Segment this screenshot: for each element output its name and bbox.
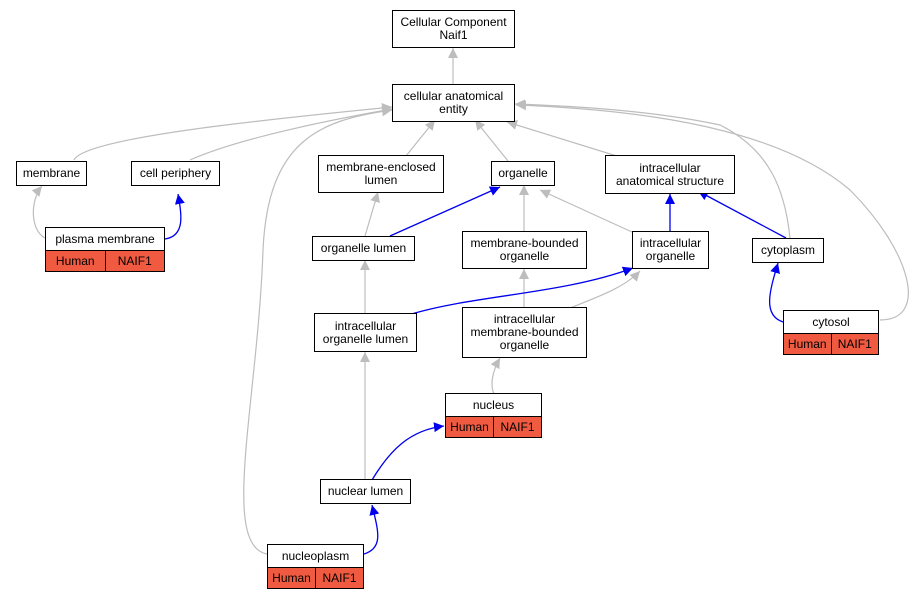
edge-mel-cae xyxy=(405,119,436,157)
node-label: nuclear lumen xyxy=(327,484,404,498)
node-label: intracellular anatomical structure xyxy=(615,160,725,188)
node-membrane[interactable]: membrane xyxy=(16,161,87,186)
edge-cytosol-cae xyxy=(515,100,909,321)
node-label: cell periphery xyxy=(139,166,212,180)
edge-iol-io xyxy=(404,266,634,317)
edge-nucleus-imbo xyxy=(490,357,501,395)
edge-cytosol-cytoplasm xyxy=(768,262,784,323)
annotation-row: Human NAIF1 xyxy=(268,567,363,588)
node-label: nucleoplasm xyxy=(281,548,350,563)
annotation-row: Human NAIF1 xyxy=(784,333,878,354)
edge-nucleoplasm-cae xyxy=(243,106,393,555)
edge-plasmamembrane-membrane xyxy=(31,185,46,239)
node-label: intracellular organelle lumen xyxy=(322,318,409,346)
gene-tag: NAIF1 xyxy=(315,568,363,588)
node-membrane-bounded-organelle[interactable]: membrane-bounded organelle xyxy=(462,231,587,269)
annotation-row: Human NAIF1 xyxy=(446,416,541,437)
node-cytosol[interactable]: cytosol Human NAIF1 xyxy=(783,310,879,355)
node-label: organelle lumen xyxy=(320,241,407,255)
node-organelle-lumen[interactable]: organelle lumen xyxy=(312,236,415,261)
node-label: cytosol xyxy=(812,314,850,329)
edge-nuclearlumen-nucleus xyxy=(371,422,445,481)
node-cellular-component-naif1[interactable]: Cellular Component Naif1 xyxy=(392,10,515,48)
edge-cytoplasm-cae xyxy=(514,99,791,239)
node-label: intracellular membrane-bounded organelle xyxy=(470,312,579,352)
gene-tag: NAIF1 xyxy=(493,417,541,437)
species-tag: Human xyxy=(268,568,315,588)
gene-tag: NAIF1 xyxy=(830,334,878,354)
node-cytoplasm[interactable]: cytoplasm xyxy=(752,238,824,263)
edge-imbo-io xyxy=(569,270,641,309)
node-label: membrane xyxy=(22,166,81,180)
edge-io-organelle xyxy=(539,189,633,233)
node-membrane-enclosed-lumen[interactable]: membrane-enclosed lumen xyxy=(318,155,444,193)
node-cellular-anatomical-entity[interactable]: cellular anatomical entity xyxy=(392,84,515,122)
edge-membrane-cae xyxy=(73,103,393,161)
node-intracellular-membrane-bounded-organelle[interactable]: intracellular membrane-bounded organelle xyxy=(462,307,587,358)
node-nuclear-lumen[interactable]: nuclear lumen xyxy=(320,479,411,504)
species-tag: Human xyxy=(46,251,105,271)
edge-plasmamembrane-cellperiphery xyxy=(164,193,185,240)
node-label: membrane-bounded organelle xyxy=(470,236,579,263)
node-nucleus[interactable]: nucleus Human NAIF1 xyxy=(445,393,542,438)
node-label: Cellular Component Naif1 xyxy=(400,15,507,42)
node-intracellular-anatomical-structure[interactable]: intracellular anatomical structure xyxy=(605,155,735,194)
edge-organellelumen-organelle xyxy=(389,186,501,237)
node-cell-periphery[interactable]: cell periphery xyxy=(131,161,220,186)
edge-organellelumen-mel xyxy=(364,191,380,237)
node-label: nucleus xyxy=(472,397,515,412)
node-label: intracellular organelle xyxy=(639,236,702,263)
node-label: membrane-enclosed lumen xyxy=(326,160,436,187)
edge-cellperiphery-cae xyxy=(189,105,393,161)
node-organelle[interactable]: organelle xyxy=(491,161,555,186)
annotation-row: Human NAIF1 xyxy=(46,250,164,271)
edge-cytoplasm-ias xyxy=(697,190,787,239)
node-nucleoplasm[interactable]: nucleoplasm Human NAIF1 xyxy=(267,544,364,589)
node-label: organelle xyxy=(498,166,548,180)
edge-nucleoplasm-nuclearlumen xyxy=(363,504,380,555)
node-label: cytoplasm xyxy=(760,243,816,257)
gene-tag: NAIF1 xyxy=(104,251,164,271)
species-tag: Human xyxy=(784,334,831,354)
node-intracellular-organelle[interactable]: intracellular organelle xyxy=(632,231,709,269)
node-plasma-membrane[interactable]: plasma membrane Human NAIF1 xyxy=(45,227,165,272)
node-intracellular-organelle-lumen[interactable]: intracellular organelle lumen xyxy=(314,313,417,352)
edge-ias-cae xyxy=(506,120,621,158)
species-tag: Human xyxy=(446,417,493,437)
edge-organelle-cae xyxy=(474,119,509,162)
node-label: cellular anatomical entity xyxy=(403,89,504,116)
node-label: plasma membrane xyxy=(55,231,155,246)
